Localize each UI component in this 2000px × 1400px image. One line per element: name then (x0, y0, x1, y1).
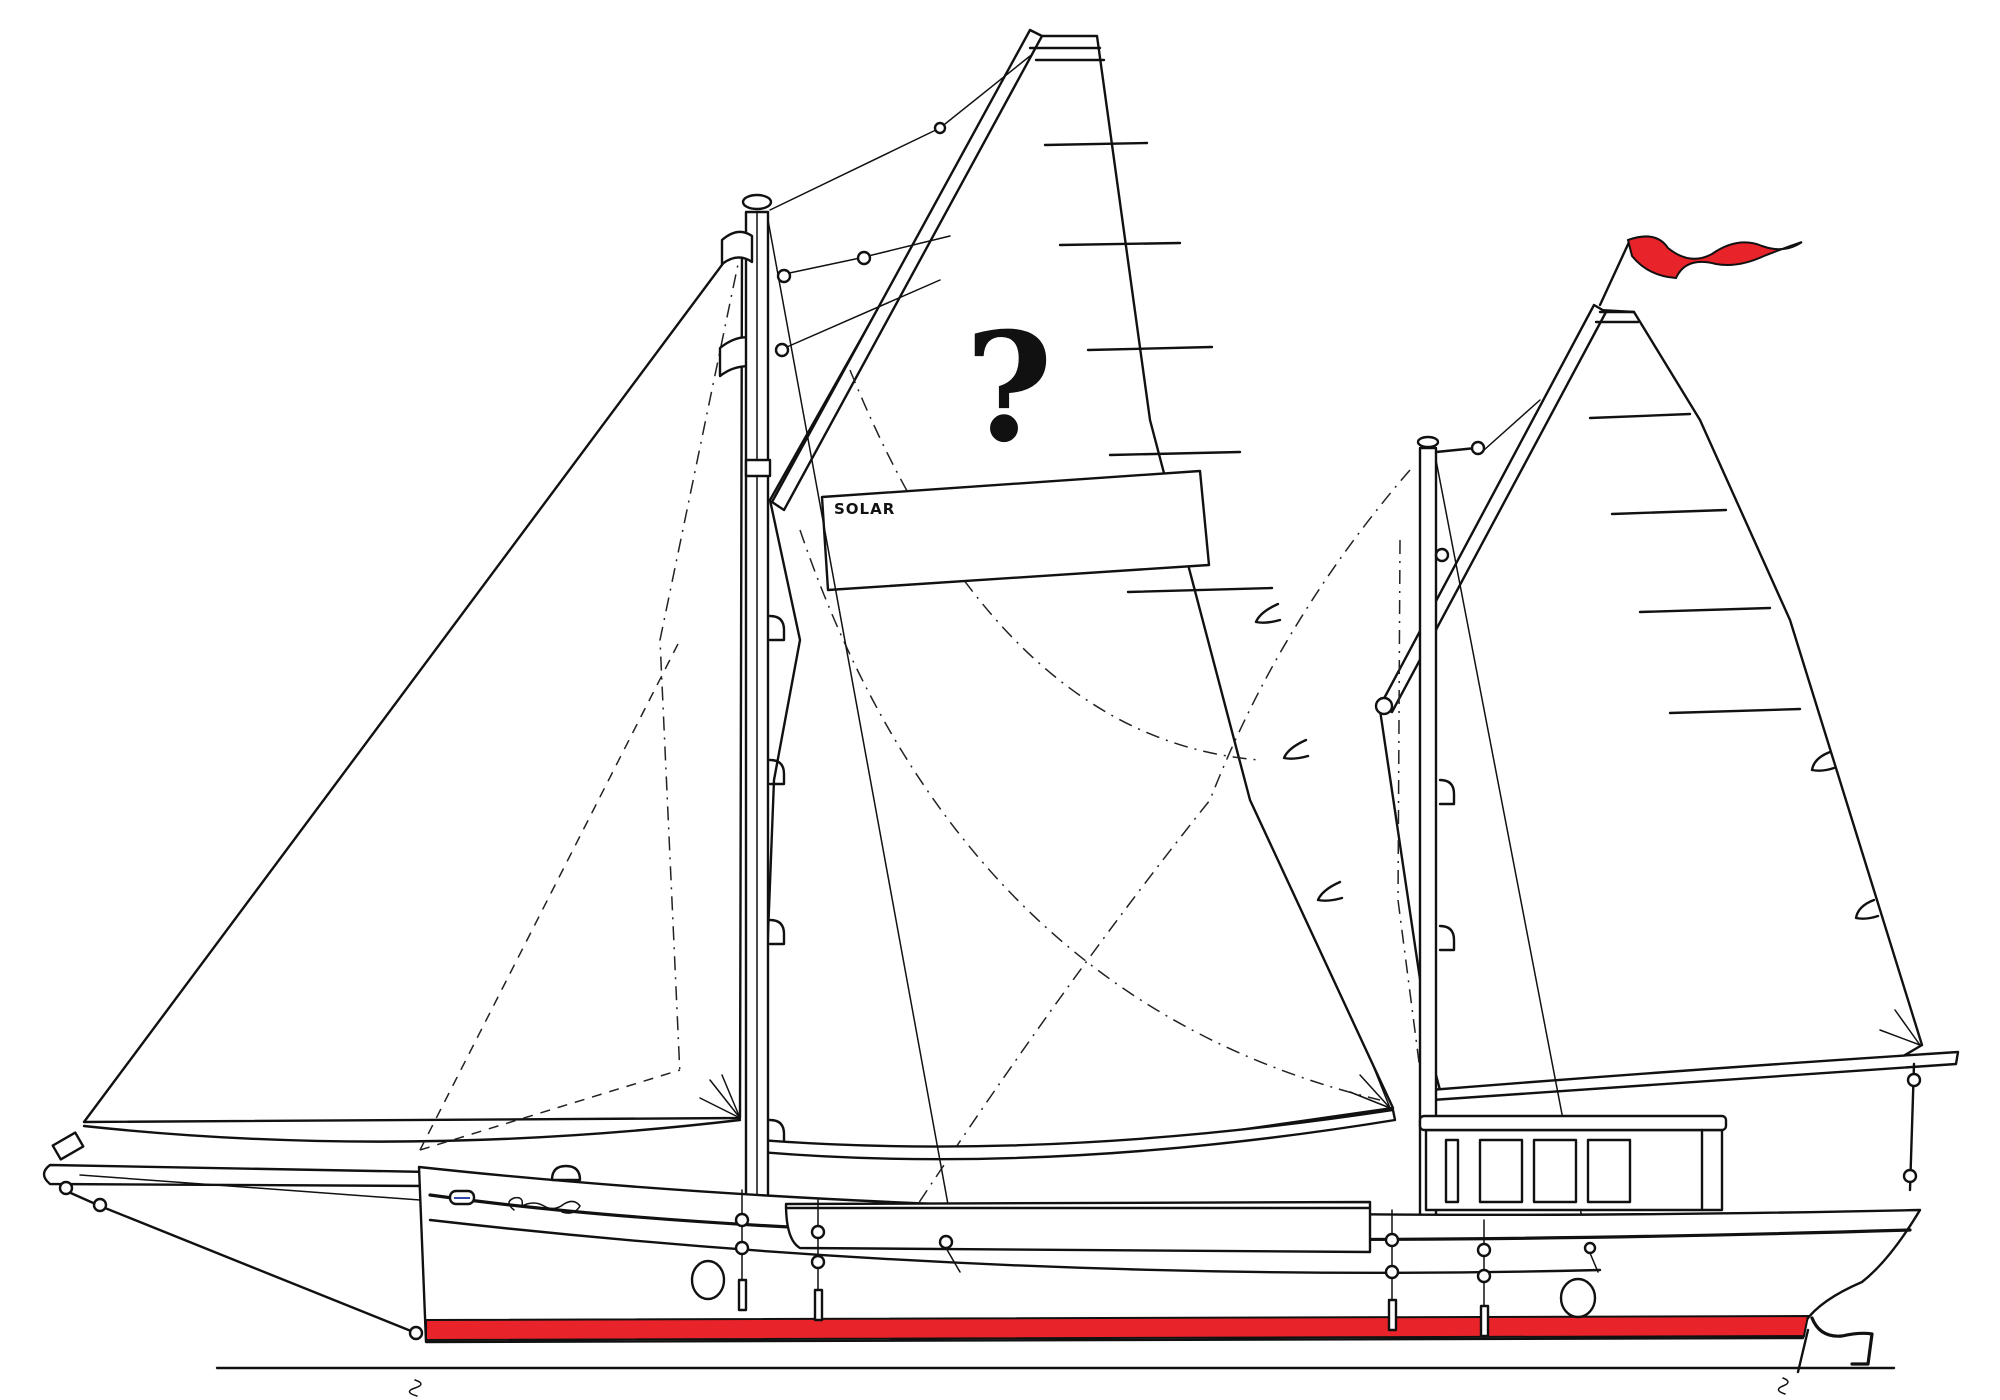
jib-foot (82, 1118, 742, 1143)
foredeck-hatch (550, 1164, 582, 1182)
mizzen-crane-stay (1483, 399, 1541, 451)
bobstay (62, 1188, 418, 1335)
sail-emblem: ? (965, 300, 1053, 476)
mizzen-batten-4 (1668, 707, 1802, 715)
main-mast-hoop-1 (768, 614, 786, 642)
bobstay-shackle-2 (92, 1197, 108, 1213)
main-block-3 (856, 250, 872, 266)
boot-stripe (425, 1314, 1810, 1342)
bowsprit (42, 1163, 432, 1188)
mizzen-block (1434, 547, 1450, 563)
mizzen-clew-rays (1349, 1009, 1921, 1109)
main-sheet-curve-1 (849, 369, 1261, 761)
mizzen-yard-end (1374, 696, 1394, 716)
main-batten-1 (1043, 141, 1149, 147)
main-leech-hook-1 (1254, 602, 1282, 624)
rudder (1810, 1316, 1874, 1366)
mizzen-leech-hook-1 (1810, 750, 1836, 772)
pennant (1626, 235, 1803, 280)
main-yard (770, 28, 1044, 512)
keel-skeg (1796, 1328, 1810, 1374)
main-topping-lift-4 (859, 235, 951, 259)
mizzen-chainplates (1384, 1209, 1599, 1339)
porthole-2 (1559, 1277, 1597, 1319)
main-shroud (767, 219, 961, 1271)
main-block-2 (776, 268, 792, 284)
bowsprit-fitting (51, 1131, 85, 1161)
main-clew-rays (699, 1074, 741, 1119)
deckhouse-window-2 (1478, 1138, 1524, 1204)
main-sheet-curve-2 (799, 529, 1381, 1101)
bobstay-shackle-3 (408, 1325, 424, 1341)
mizzen-vang-block-1 (1906, 1072, 1922, 1088)
mizzen-sheet-dash (1397, 539, 1421, 1071)
forestay (79, 1174, 421, 1201)
jib-leech-dash (659, 244, 743, 1076)
main-block-1 (933, 121, 947, 135)
deckhouse-roof (1418, 1114, 1728, 1132)
main-topping-lift-2 (939, 55, 1031, 129)
trailboard-scroll (508, 1196, 581, 1214)
mizzen-mast-hoop-2 (1438, 924, 1456, 952)
mizzen-sail (1378, 308, 1924, 1092)
jib-sheet-2 (419, 639, 681, 1151)
mainsail (758, 34, 1395, 1157)
mizzen-boom (1428, 1050, 1960, 1102)
main-batten-5 (1126, 586, 1274, 594)
bobstay-shackle-1 (58, 1180, 74, 1196)
main-block-4 (774, 342, 790, 358)
main-topping-lift-5 (779, 279, 941, 351)
mizzen-batten-3 (1638, 606, 1772, 614)
main-topping-lift-3 (779, 257, 861, 276)
main-batten-4 (1108, 450, 1242, 457)
deckhouse-window-1 (1444, 1138, 1460, 1204)
main-mast-hoop-3 (768, 918, 786, 946)
solar-label: SOLAR (834, 500, 895, 518)
water-ripple-stern (1777, 1377, 1789, 1395)
mizzen-crane (1434, 446, 1478, 454)
mizzen-masthead (1416, 435, 1440, 449)
mizzen-mast-hoop-1 (1438, 778, 1456, 806)
main-leech-hook-2 (1282, 738, 1310, 760)
jib (82, 236, 744, 1124)
main-halyard-block (720, 230, 754, 266)
main-batten-2 (1058, 241, 1182, 247)
rub-rail (428, 1218, 1602, 1274)
mizzen-batten-2 (1610, 508, 1728, 516)
pennant-staff (1598, 238, 1632, 307)
mizzen-batten-1 (1588, 412, 1692, 420)
main-masthead (741, 193, 773, 211)
mizzen-leech-hook-2 (1854, 898, 1880, 920)
mizzen-crane-block (1470, 440, 1486, 456)
main-batten-3 (1086, 345, 1214, 352)
main-leech-hook-3 (1316, 880, 1344, 902)
main-topping-lift-1 (769, 127, 941, 211)
main-mast-hoop-2 (768, 758, 786, 786)
main-boom (758, 1108, 1397, 1161)
main-mast-hoop-4 (768, 1118, 786, 1146)
jib-sheet (419, 1069, 681, 1151)
deckhouse-window-3 (1532, 1138, 1578, 1204)
mizzen-mast (1418, 446, 1438, 1225)
forward-cabin (784, 1200, 1372, 1254)
water-ripple-bow (408, 1379, 422, 1397)
mizzen-vang-block-2 (1902, 1168, 1918, 1184)
solar-panel (820, 469, 1211, 592)
deckhouse-window-4 (1586, 1138, 1632, 1204)
main-chainplates (734, 1189, 961, 1322)
main-mast-band (744, 458, 772, 478)
porthole-1 (690, 1259, 726, 1301)
